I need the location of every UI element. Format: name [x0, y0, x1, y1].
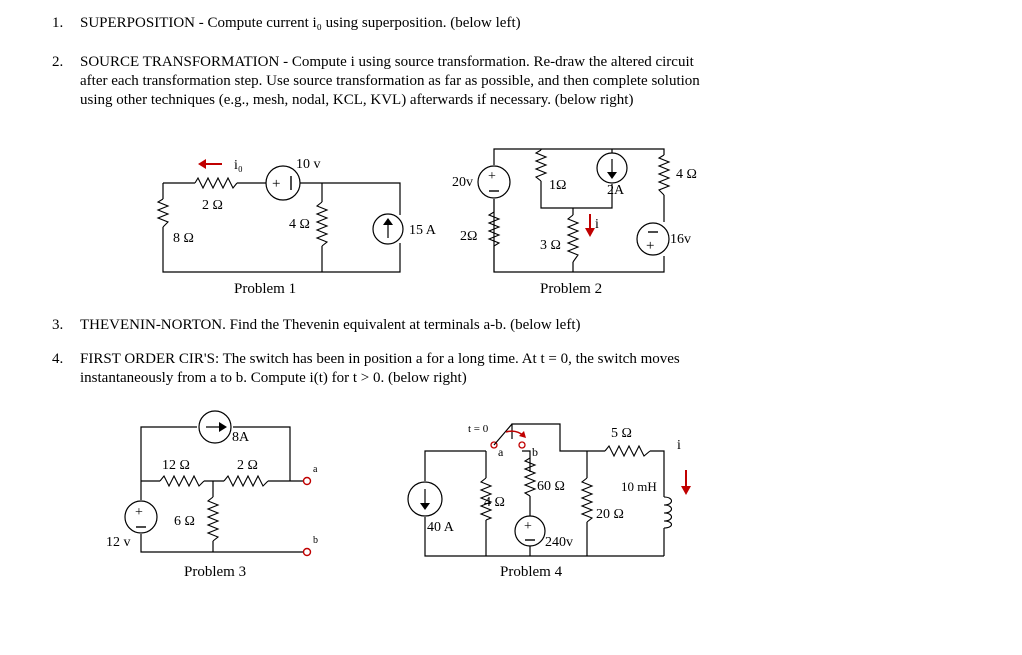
label-8a: 8A	[232, 430, 250, 445]
label-2-ohm: 2 Ω	[202, 198, 223, 213]
label-12-ohm: 12 Ω	[162, 458, 190, 473]
label-10mh: 10 mH	[621, 479, 657, 494]
current-source-8a	[198, 410, 232, 444]
current-source-40a	[407, 481, 443, 517]
question-line: using other techniques (e.g., mesh, noda…	[80, 92, 634, 108]
caption-problem-3: Problem 3	[184, 564, 246, 580]
caption-problem-2: Problem 2	[540, 281, 602, 297]
voltage-source-10v: +	[265, 165, 301, 201]
label-6-ohm: 6 Ω	[174, 514, 195, 529]
switch	[490, 423, 526, 449]
label-t0: t = 0	[468, 423, 489, 435]
label-a: a	[313, 464, 318, 475]
caption-problem-1: Problem 1	[234, 281, 296, 297]
question-line: instantaneously from a to b. Compute i(t…	[80, 370, 467, 386]
inductor-10mh	[663, 496, 673, 529]
resistor-5-ohm	[604, 444, 651, 458]
question-number: 1.	[52, 15, 64, 31]
question-line: SUPERPOSITION - Compute current i₀ using…	[80, 15, 521, 31]
voltage-source-16v: +	[636, 222, 670, 256]
label-20v: 20v	[452, 175, 473, 190]
caption-problem-4: Problem 4	[500, 564, 563, 580]
label-5-ohm: 5 Ω	[611, 426, 632, 441]
terminal-a	[302, 476, 312, 486]
resistor-3-ohm	[566, 214, 580, 263]
label-60-ohm: 60 Ω	[537, 479, 565, 494]
resistor-12-ohm	[159, 474, 205, 488]
voltage-source-20v: +	[477, 165, 511, 199]
label-i: i	[595, 217, 599, 232]
question-line: after each transformation step. Use sour…	[80, 73, 700, 89]
label-8-ohm: 8 Ω	[173, 231, 194, 246]
question-line: SOURCE TRANSFORMATION - Compute i using …	[80, 54, 694, 70]
svg-text:+: +	[488, 169, 496, 184]
resistor-4-ohm	[315, 201, 329, 247]
question-number: 3.	[52, 317, 64, 333]
problem-2-circuit: + + 20v 2Ω 1Ω 3 Ω i 2A	[452, 148, 697, 297]
voltage-source-12v: +	[124, 500, 158, 534]
resistor-4-ohm	[479, 477, 493, 521]
label-240v: 240v	[545, 535, 573, 550]
resistor-2-ohm	[223, 474, 269, 488]
current-source-15a	[372, 213, 404, 245]
svg-text:+: +	[272, 176, 280, 192]
terminal-b	[302, 547, 312, 557]
question-number: 4.	[52, 351, 64, 367]
resistor-2-ohm	[194, 176, 238, 190]
label-4-ohm: 4 Ω	[289, 217, 310, 232]
resistor-2-ohm	[487, 199, 501, 272]
svg-text:+: +	[524, 519, 532, 534]
resistor-1-ohm	[534, 149, 548, 182]
problem-1-circuit: + i₀ 10 v 2 Ω 8 Ω 4 Ω 15 A Problem 1	[156, 157, 437, 297]
label-b: b	[532, 445, 538, 459]
label-3-ohm: 3 Ω	[540, 238, 561, 253]
resistor-8-ohm	[156, 198, 170, 228]
current-arrow-io	[198, 159, 222, 169]
question-number: 2.	[52, 54, 64, 70]
label-10v: 10 v	[296, 157, 321, 172]
problem-4-circuit: + t = 0 a b 60 Ω 4 Ω 40 A 240v 5 Ω i 10	[407, 423, 691, 580]
voltage-source-240v: +	[514, 515, 546, 547]
svg-text:+: +	[135, 505, 143, 520]
label-4-ohm: 4 Ω	[484, 495, 505, 510]
current-source-2a	[596, 152, 628, 184]
current-arrow-i	[681, 470, 691, 495]
label-a: a	[498, 445, 504, 459]
question-line: THEVENIN-NORTON. Find the Thevenin equiv…	[80, 317, 581, 333]
label-2a: 2A	[607, 183, 625, 198]
label-15a: 15 A	[409, 223, 437, 238]
svg-text:+: +	[646, 238, 654, 254]
label-2-ohm: 2Ω	[460, 229, 477, 244]
label-2-ohm: 2 Ω	[237, 458, 258, 473]
label-16v: 16v	[670, 232, 691, 247]
label-1-ohm: 1Ω	[549, 178, 566, 193]
resistor-4-ohm	[657, 154, 671, 196]
label-io: i₀	[234, 158, 243, 173]
label-20-ohm: 20 Ω	[596, 507, 624, 522]
label-40a: 40 A	[427, 520, 455, 535]
label-4-ohm: 4 Ω	[676, 167, 697, 182]
current-arrow-i	[585, 214, 595, 237]
resistor-60-ohm	[523, 457, 537, 497]
label-b: b	[313, 535, 318, 546]
label-12v: 12 v	[106, 535, 131, 550]
resistor-20-ohm	[580, 477, 594, 523]
label-i: i	[677, 438, 681, 453]
question-line: FIRST ORDER CIR'S: The switch has been i…	[80, 351, 680, 367]
resistor-6-ohm	[206, 496, 220, 542]
problem-3-circuit: + 8A 12 Ω 2 Ω 6 Ω 12 v a b Problem 3	[106, 410, 318, 580]
